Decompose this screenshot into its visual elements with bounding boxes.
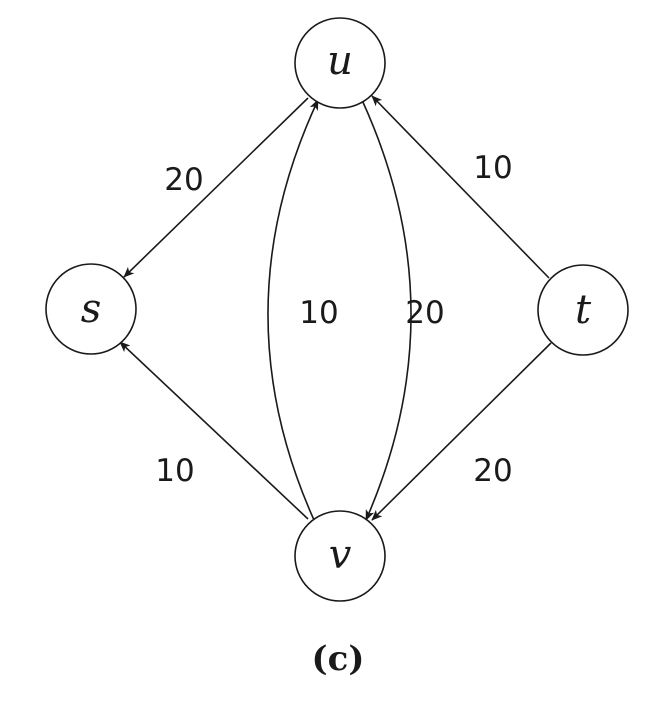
edge-v-to-s [119, 341, 309, 520]
edge-t-to-v [371, 342, 552, 521]
node-s: s [45, 263, 137, 355]
edge-v-to-u [267, 99, 319, 521]
edge-u-to-v [361, 99, 412, 521]
node-u: u [294, 17, 386, 109]
edge-t-to-u [371, 95, 550, 279]
node-v-label: v [329, 532, 352, 578]
edge-label-v-to-s: 10 [155, 453, 194, 489]
diagram-caption: (c) [312, 639, 365, 679]
edge-label-t-to-u: 10 [473, 150, 512, 186]
node-t-label: t [575, 287, 592, 333]
node-u-label: u [327, 38, 353, 84]
edge-label-t-to-v: 20 [473, 453, 512, 489]
node-v: v [294, 510, 386, 602]
node-t: t [537, 264, 629, 356]
edge-u-to-s [123, 97, 309, 278]
edge-label-u-to-v: 20 [405, 295, 444, 331]
edge-label-u-to-s: 20 [164, 162, 203, 198]
node-s-label: s [81, 286, 102, 332]
edge-label-v-to-u: 10 [299, 295, 338, 331]
